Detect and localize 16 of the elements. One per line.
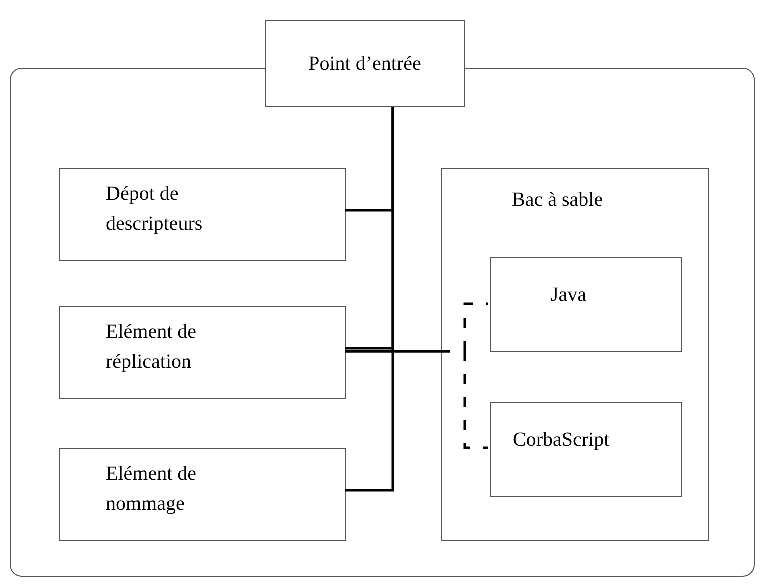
text-box (59, 448, 346, 541)
node-label: CorbaScript (513, 428, 611, 453)
connector-line (345, 107, 394, 492)
node-label: Elément de nommage (106, 462, 198, 517)
text-box (490, 402, 682, 497)
text-box (490, 257, 682, 352)
text-box (59, 168, 346, 261)
text-box (59, 306, 346, 399)
node-label: Point d’entrée (308, 52, 422, 76)
node-label: Dépot de descripteurs (106, 182, 204, 237)
text-box (441, 168, 709, 541)
connector-line (345, 350, 488, 450)
node-label: Elément de réplication (106, 320, 198, 375)
node-label: Bac à sable (512, 188, 604, 213)
text-box (265, 20, 465, 107)
node-label: Java (551, 283, 588, 308)
